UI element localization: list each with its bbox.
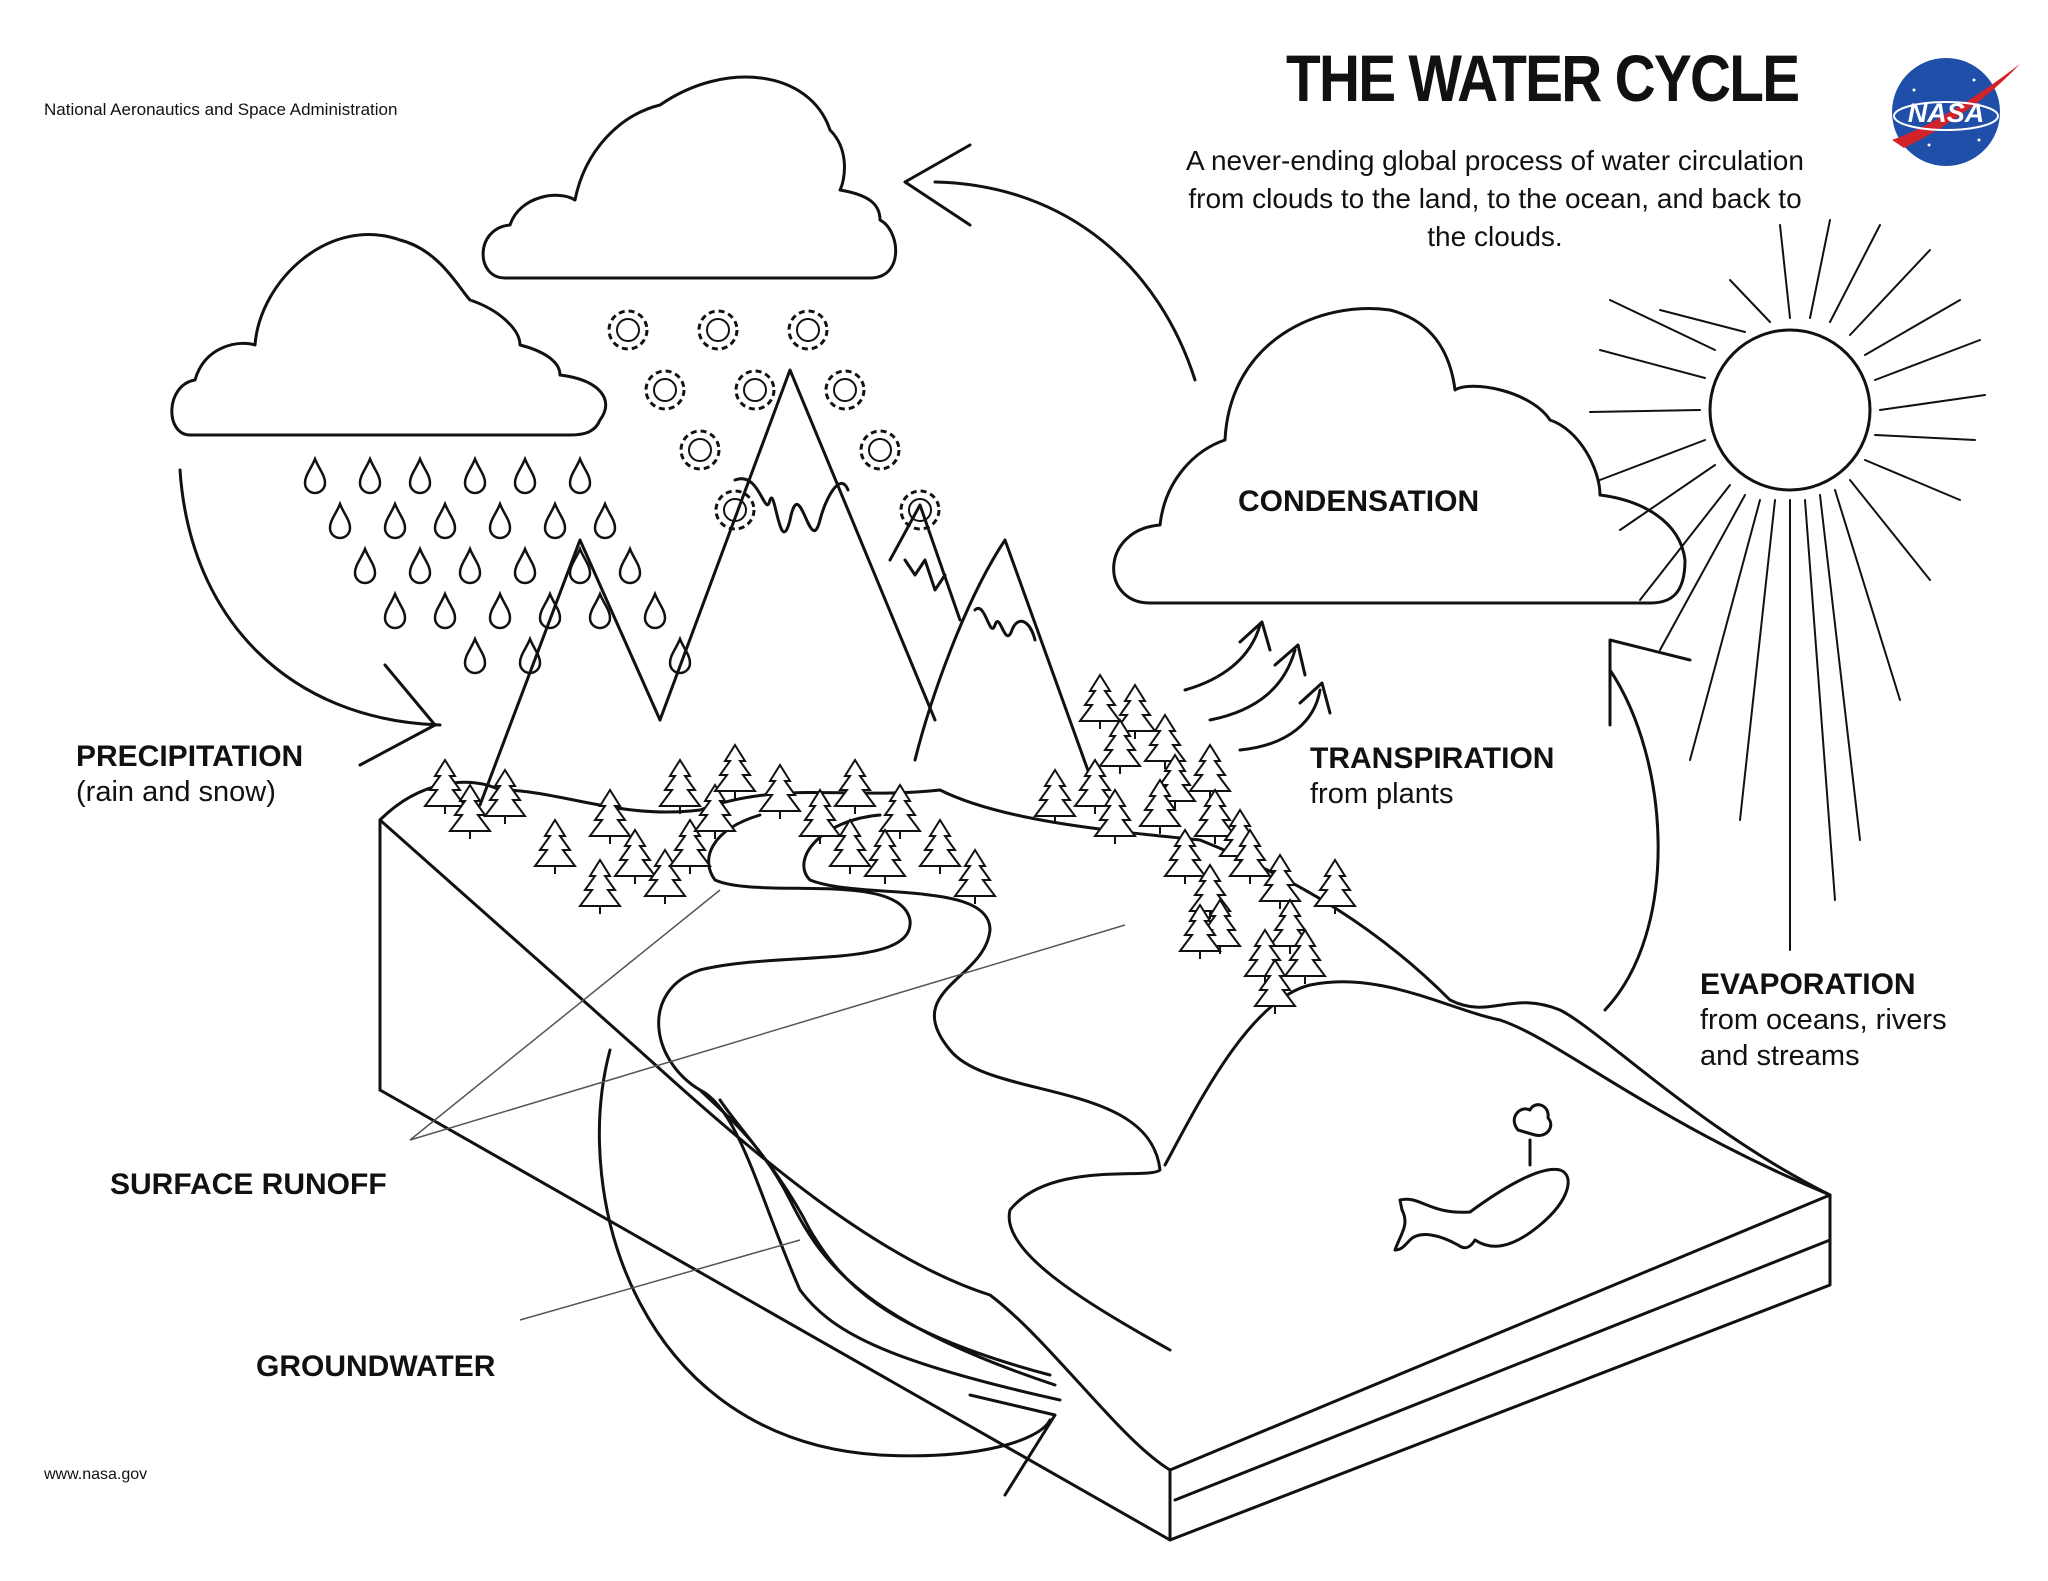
- snowcap-center: [733, 477, 850, 534]
- mountain-small: [888, 503, 962, 622]
- ocean-edge: [1168, 1193, 1832, 1472]
- nasa-logo-text: NASA: [1908, 98, 1985, 128]
- sun-rays: [1589, 219, 1986, 951]
- arrow-transpiration-1: [1183, 620, 1272, 692]
- ocean-inner-edge: [1173, 1238, 1832, 1502]
- condensation-title: CONDENSATION: [1238, 485, 1480, 518]
- label-condensation: CONDENSATION: [1238, 485, 1479, 519]
- snowcap-right: [973, 606, 1037, 642]
- precipitation-detail: (rain and snow): [76, 776, 276, 808]
- nasa-logo: NASA: [1892, 58, 2020, 166]
- arrow-groundwater: [598, 1048, 1057, 1497]
- precipitation-title: PRECIPITATION: [76, 740, 304, 773]
- snow: [607, 309, 941, 531]
- cloud-condensation: [1112, 307, 1687, 605]
- trees: [424, 674, 1356, 1015]
- river-left-bank: [657, 813, 1062, 1402]
- river-right-bank: [802, 813, 1172, 1352]
- rain: [303, 457, 692, 675]
- label-precipitation: PRECIPITATION (rain and snow): [76, 740, 303, 810]
- whale: [1393, 1103, 1570, 1252]
- arrow-evaporation-to-condensation: [903, 143, 1197, 382]
- mountain-center: [658, 368, 937, 722]
- footer-url: www.nasa.gov: [44, 1466, 148, 1483]
- label-transpiration: TRANSPIRATION from plants: [1310, 742, 1554, 812]
- mountain-right: [913, 538, 1097, 792]
- agency-name: National Aeronautics and Space Administr…: [44, 100, 398, 119]
- arrow-transpiration-3: [1238, 681, 1332, 752]
- cloud-left: [170, 233, 608, 437]
- land-slope: [378, 818, 1172, 1472]
- sun: [1708, 328, 1872, 492]
- evaporation-detail-1: from oceans, rivers: [1700, 1004, 1947, 1036]
- arrow-evaporation: [1603, 638, 1692, 1012]
- page-title: THE WATER CYCLE: [1286, 41, 1800, 115]
- leader-lines: [409, 889, 1126, 1321]
- arrow-precipitation: [178, 468, 442, 767]
- surface-runoff-title: SURFACE RUNOFF: [110, 1168, 387, 1201]
- river-channel: [698, 1088, 1057, 1387]
- groundwater-title: GROUNDWATER: [256, 1350, 496, 1383]
- label-evaporation: EVAPORATION from oceans, rivers and stre…: [1700, 968, 1947, 1074]
- transpiration-detail: from plants: [1310, 778, 1454, 810]
- evaporation-detail-2: and streams: [1700, 1040, 1860, 1072]
- label-groundwater: GROUNDWATER: [256, 1350, 495, 1384]
- evaporation-title: EVAPORATION: [1700, 968, 1916, 1001]
- transpiration-title: TRANSPIRATION: [1310, 742, 1555, 775]
- snowcap-small: [903, 558, 947, 592]
- label-surface-runoff: SURFACE RUNOFF: [110, 1168, 387, 1202]
- ocean-shore: [1163, 980, 1832, 1197]
- page-subtitle: A never-ending global process of water c…: [1186, 145, 1804, 252]
- land-base: [378, 1088, 1832, 1542]
- cloud-top: [481, 75, 898, 280]
- mountain-left: [478, 538, 662, 807]
- arrow-transpiration-2: [1208, 643, 1307, 722]
